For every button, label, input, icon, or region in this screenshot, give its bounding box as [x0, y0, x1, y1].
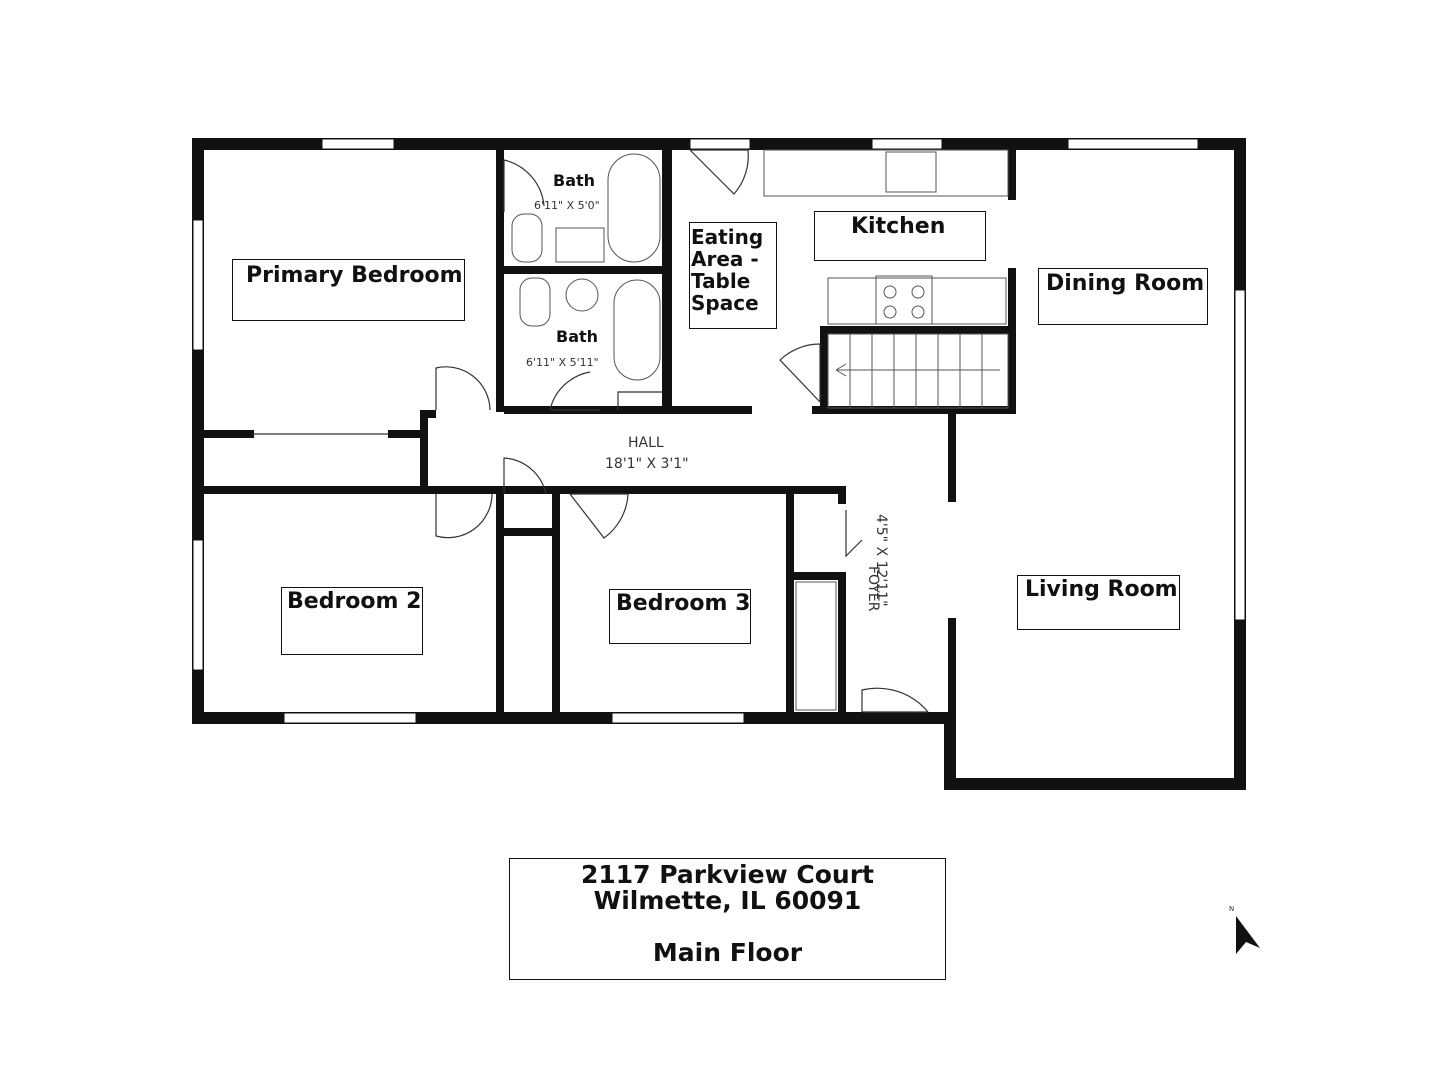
fixtures: [511, 149, 1009, 711]
living-room-box: [1017, 575, 1180, 630]
foyer-dims: 4'5" X 12'11": [873, 514, 889, 607]
kitchen-box: [814, 211, 986, 261]
windows: [192, 138, 1246, 724]
stairs: [827, 333, 1009, 409]
address-box: 2117 Parkview Court Wilmette, IL 60091 M…: [509, 858, 946, 980]
dining-room-label: Dining Room: [1046, 271, 1205, 296]
compass-arrow-icon: [1236, 916, 1260, 954]
dining-room-box: [1038, 268, 1208, 325]
doors: [252, 149, 929, 713]
bath-2-label: Bath: [556, 327, 599, 346]
living-room-label: Living Room: [1025, 577, 1178, 602]
eating-area-line-1: Eating: [691, 225, 764, 249]
address-line-1: 2117 Parkview Court: [581, 860, 874, 889]
bath-1-label: Bath: [553, 171, 596, 190]
kitchen-label: Kitchen: [851, 214, 946, 239]
eating-area-line-2: Area -: [691, 247, 759, 271]
primary-bedroom-box: [232, 259, 465, 321]
bedroom-3-label: Bedroom 3: [616, 591, 751, 616]
compass-label: N: [1229, 905, 1235, 913]
eating-area-line-3: Table: [691, 269, 751, 293]
bedroom-2-box: [281, 587, 423, 655]
hall-label: HALL: [628, 435, 664, 451]
eating-area-box: [689, 222, 777, 329]
bedroom-2-label: Bedroom 2: [287, 589, 422, 614]
hall-dims: 18'1" X 3'1": [605, 456, 689, 472]
bath-2-dims: 6'11" X 5'11": [526, 356, 599, 369]
primary-bedroom-label: Primary Bedroom: [246, 263, 463, 288]
floor-label: Main Floor: [652, 938, 803, 967]
bath-1-dims: 6'11" X 5'0": [534, 199, 600, 212]
eating-area-line-4: Space: [691, 291, 759, 315]
bedroom-3-box: [609, 589, 751, 644]
address-line-2: Wilmette, IL 60091: [593, 886, 862, 915]
